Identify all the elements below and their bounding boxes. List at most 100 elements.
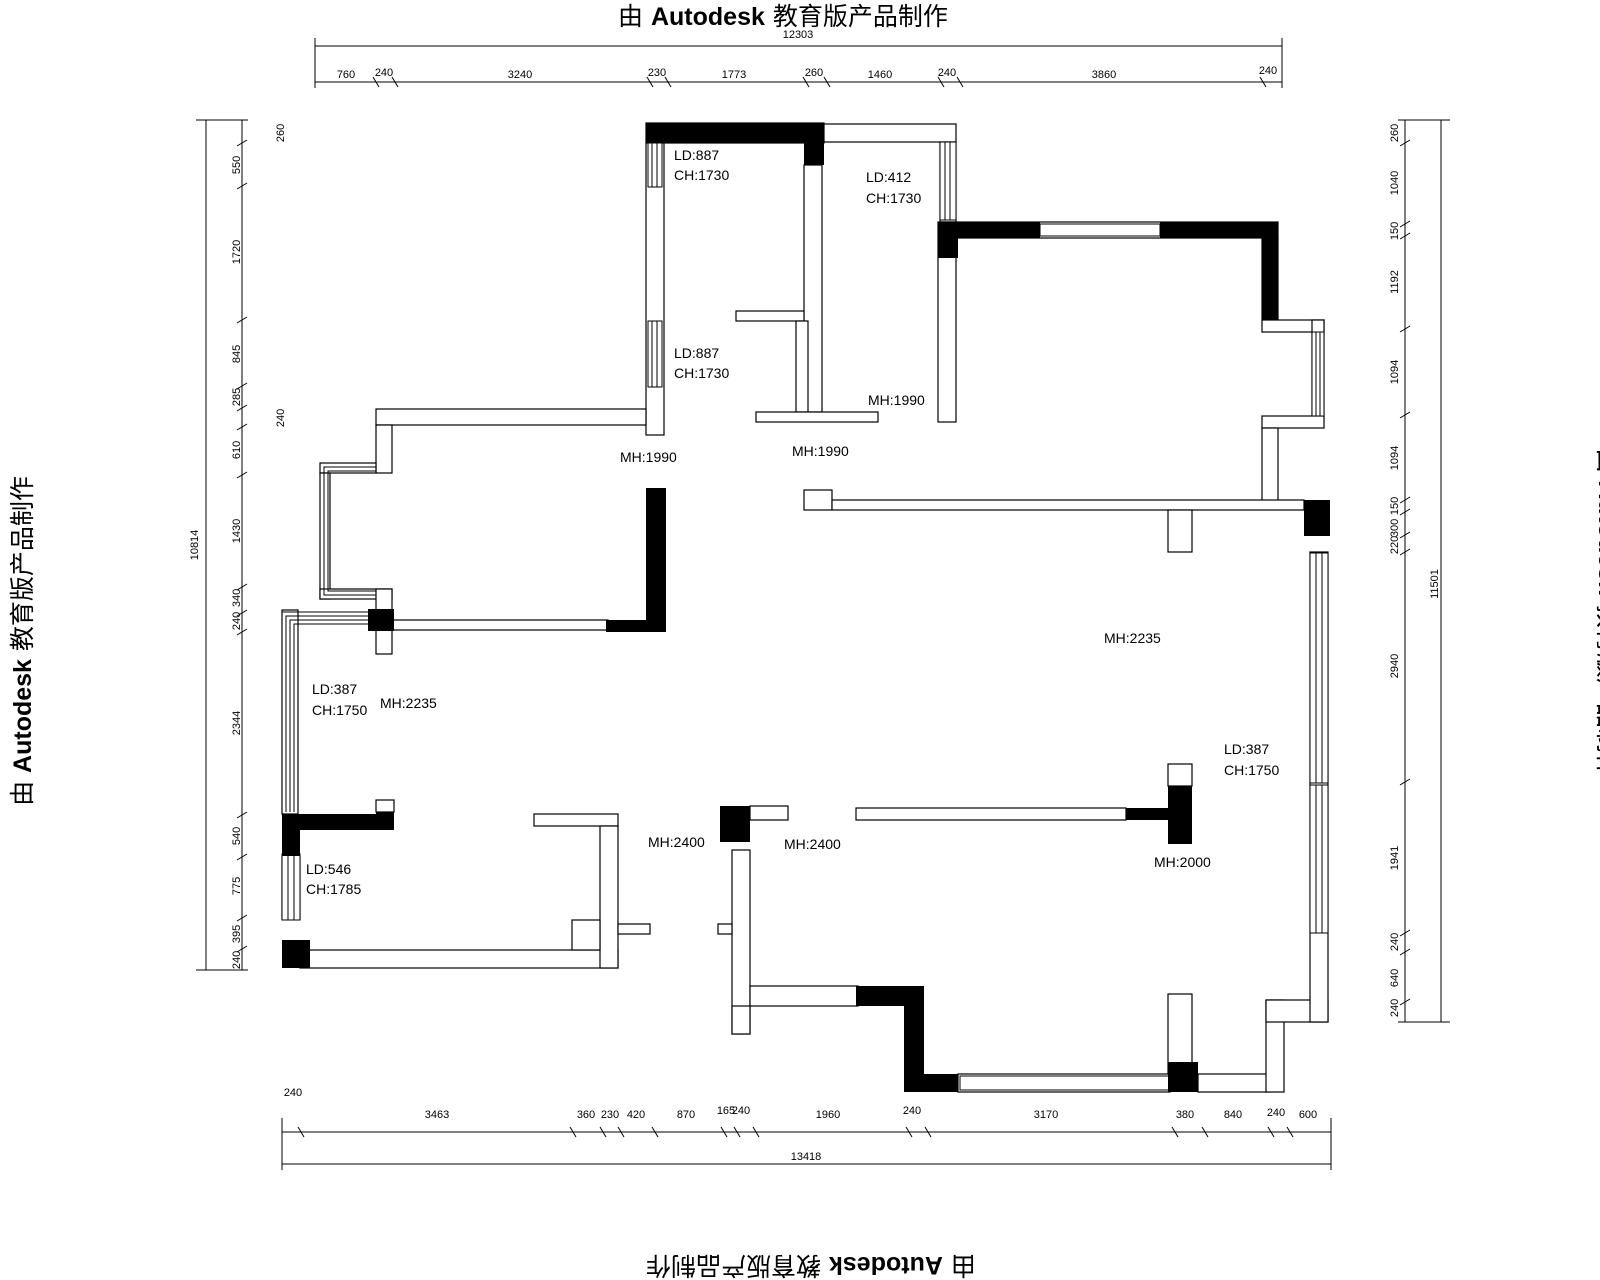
wall — [299, 949, 619, 969]
dim-left-seg: 240 — [275, 409, 287, 427]
watermark-top: 由 Autodesk 教育版产品制作 — [618, 4, 948, 30]
window — [647, 320, 663, 388]
dim-right-seg: 1094 — [1389, 446, 1401, 470]
wall — [1261, 415, 1325, 429]
wall — [735, 310, 805, 322]
column — [904, 1074, 958, 1092]
window — [1039, 223, 1161, 237]
column — [958, 222, 1040, 238]
watermark-brand: Autodesk — [650, 3, 765, 31]
dim-top-seg: 260 — [805, 67, 823, 79]
dim-right-seg: 220 — [1389, 536, 1401, 554]
label-mh: MH:1990 — [868, 392, 925, 408]
dim-right-total: 11501 — [1429, 569, 1441, 599]
dim-left-seg: 610 — [231, 441, 243, 459]
column — [282, 940, 310, 968]
wall — [375, 424, 393, 474]
label-ld: LD:887 — [674, 147, 719, 163]
dim-top-total: 12303 — [783, 29, 814, 41]
dim-top-seg: 1460 — [868, 69, 892, 81]
columns — [282, 123, 1330, 1092]
label-ch: CH:1730 — [674, 365, 729, 381]
wall — [749, 985, 859, 1007]
dim-bottom-seg: 360 — [577, 1109, 595, 1121]
wall — [755, 411, 879, 423]
wall — [803, 489, 833, 511]
label-mh: MH:2400 — [648, 834, 705, 850]
wall — [375, 408, 647, 426]
column — [646, 488, 666, 632]
wall — [1167, 993, 1193, 1075]
label-ld: LD:887 — [674, 345, 719, 361]
watermark-prefix: 由 — [618, 2, 644, 31]
dim-bottom-seg: 240 — [732, 1105, 750, 1117]
wall — [1261, 427, 1279, 503]
wall — [823, 123, 957, 143]
dim-right-seg: 1192 — [1389, 270, 1401, 294]
window — [647, 142, 663, 188]
dim-left-seg: 540 — [231, 827, 243, 845]
dim-right-seg: 300 — [1389, 519, 1401, 537]
dim-top-seg: 3240 — [508, 69, 532, 81]
window — [1311, 331, 1325, 417]
label-ch: CH:1730 — [674, 167, 729, 183]
label-mh: MH:2400 — [784, 836, 841, 852]
dim-left-total: 10814 — [189, 530, 201, 561]
dim-bottom-seg: 230 — [601, 1109, 619, 1121]
dim-bottom-seg: 380 — [1176, 1109, 1194, 1121]
dim-top-seg: 760 — [337, 69, 355, 81]
wall — [599, 825, 619, 969]
dim-right-seg: 260 — [1389, 124, 1401, 142]
dimension-bottom — [281, 1118, 1332, 1170]
dim-right-seg: 240 — [1389, 999, 1401, 1017]
label-ld: LD:387 — [1224, 741, 1269, 757]
dim-bottom-corner: 240 — [284, 1087, 302, 1099]
label-mh: MH:1990 — [620, 449, 677, 465]
label-ld: LD:546 — [306, 861, 351, 877]
dim-right-seg: 640 — [1389, 969, 1401, 987]
dim-bottom-seg: 420 — [627, 1109, 645, 1121]
wall — [617, 923, 651, 935]
column — [282, 814, 382, 830]
dimension-right-ticks — [1399, 139, 1411, 1006]
wall — [533, 813, 619, 827]
column — [1126, 808, 1174, 820]
label-mh: MH:2235 — [1104, 630, 1161, 646]
dim-left-seg: 395 — [231, 925, 243, 943]
dim-right-seg: 2940 — [1389, 654, 1401, 678]
column — [1168, 1062, 1198, 1092]
dim-bottom-seg: 1960 — [816, 1109, 840, 1121]
dim-left-seg: 845 — [231, 345, 243, 363]
dim-right-seg: 1941 — [1389, 846, 1401, 870]
wall — [375, 799, 395, 813]
dim-bottom-seg: 165 — [717, 1105, 735, 1117]
wall — [717, 923, 733, 935]
dim-bottom-seg: 240 — [1267, 1107, 1285, 1119]
dim-right-seg: 240 — [1389, 933, 1401, 951]
wall — [831, 499, 1305, 511]
dim-left-seg: 2344 — [231, 711, 243, 735]
dim-left-seg: 1430 — [231, 519, 243, 543]
dimension-left-ticks — [236, 139, 248, 953]
dim-right-seg: 150 — [1389, 497, 1401, 515]
wall — [731, 1005, 751, 1035]
column — [282, 814, 300, 856]
column — [376, 812, 394, 830]
window — [959, 1075, 1171, 1091]
label-ld: LD:387 — [312, 681, 357, 697]
dim-left-seg: 1720 — [231, 240, 243, 264]
dim-bottom-total: 13418 — [791, 1151, 822, 1163]
column — [606, 620, 666, 632]
wall — [1167, 509, 1193, 553]
window — [1309, 552, 1329, 784]
dim-bottom-seg: 3463 — [425, 1109, 449, 1121]
dim-bottom-seg: 240 — [903, 1105, 921, 1117]
dim-left-seg: 285 — [231, 388, 243, 406]
label-ch: CH:1750 — [1224, 762, 1279, 778]
dimension-right — [1398, 119, 1450, 1023]
dim-bottom-seg: 600 — [1299, 1109, 1317, 1121]
dim-left-seg: 240 — [231, 612, 243, 630]
column — [720, 806, 750, 842]
wall — [571, 919, 601, 951]
